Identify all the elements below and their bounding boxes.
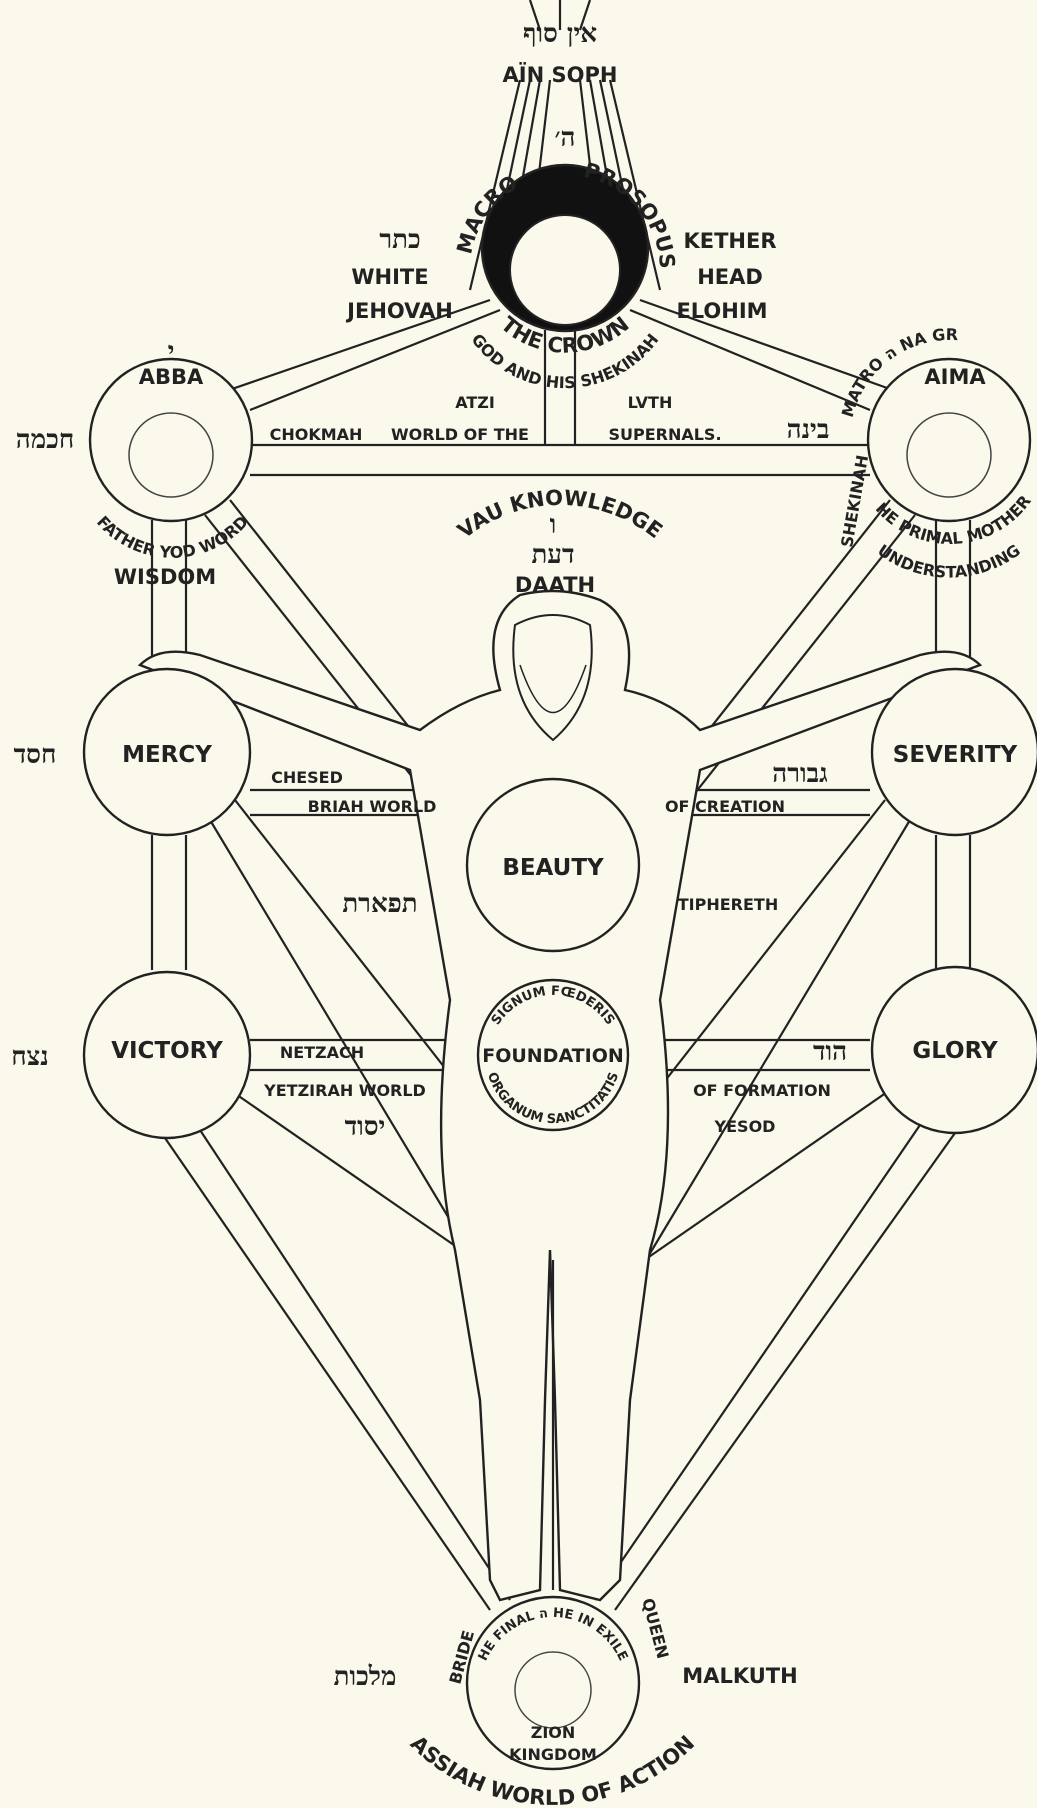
netzach-circle bbox=[82, 970, 252, 1140]
bride-face bbox=[514, 1651, 592, 1729]
malkuth-kingdom: KINGDOM bbox=[509, 1745, 597, 1764]
malkuth-queen: QUEEN bbox=[638, 1596, 672, 1661]
daath-label: DAATH bbox=[515, 573, 595, 597]
chokmah-hebrew: חכמה bbox=[16, 425, 74, 455]
daath-hebrew: דעת bbox=[531, 540, 574, 570]
chokmah-circle bbox=[88, 357, 254, 523]
kether-head: HEAD bbox=[697, 265, 763, 289]
binah-aima: AIMA bbox=[924, 365, 986, 389]
of-formation: OF FORMATION bbox=[693, 1081, 831, 1100]
chokmah-label: CHOKMAH bbox=[270, 425, 363, 444]
yesod-hebrew: יסוד bbox=[345, 1112, 386, 1142]
yod-he-letters: ה׳ bbox=[555, 123, 576, 153]
atziluth-right: LVTH bbox=[628, 393, 673, 412]
yesod-circle bbox=[476, 978, 630, 1132]
chesed-label: CHESED bbox=[271, 768, 343, 787]
briah-world: BRIAH WORLD bbox=[308, 797, 437, 816]
malkuth-label: MALKUTH bbox=[682, 1664, 797, 1688]
daath-letter: ו bbox=[550, 510, 557, 540]
ain-soph-label: AÏN SOPH bbox=[503, 62, 618, 87]
binah-circle bbox=[866, 357, 1032, 523]
kether-elohim: ELOHIM bbox=[676, 299, 767, 323]
chesed-mercy: MERCY bbox=[122, 742, 212, 768]
of-creation: OF CREATION bbox=[665, 797, 785, 816]
kether-white: WHITE bbox=[351, 265, 428, 289]
atziluth-left: ATZI bbox=[455, 393, 495, 412]
malkuth-zion: ZION bbox=[531, 1723, 576, 1742]
hod-circle bbox=[870, 965, 1037, 1135]
yesod-label: YESOD bbox=[714, 1117, 776, 1136]
netzach-hebrew: נצח bbox=[11, 1042, 48, 1072]
kether-jehovah: JEHOVAH bbox=[345, 299, 453, 323]
ain-soph-hebrew: אין סוף bbox=[523, 19, 597, 49]
geburah-hebrew: גבורה bbox=[772, 759, 828, 789]
aima-face bbox=[906, 412, 992, 498]
netzach-label: NETZACH bbox=[280, 1043, 364, 1062]
binah-hebrew: בינה bbox=[787, 415, 830, 445]
yetzirah-world: YETZIRAH WORLD bbox=[263, 1081, 426, 1100]
chesed-circle bbox=[82, 667, 252, 837]
chokmah-wisdom: WISDOM bbox=[114, 565, 216, 589]
abba-face bbox=[128, 412, 214, 498]
kether-label: KETHER bbox=[683, 229, 776, 253]
supernals: SUPERNALS. bbox=[608, 425, 721, 444]
hod-hebrew: הוד bbox=[813, 1037, 847, 1067]
yesod-foundation: FOUNDATION bbox=[482, 1045, 624, 1067]
hod-glory: GLORY bbox=[912, 1038, 998, 1064]
geburah-severity: SEVERITY bbox=[893, 742, 1018, 768]
malkuth-circle bbox=[465, 1595, 641, 1771]
macroprosopus-face bbox=[509, 214, 621, 326]
world-of-the: WORLD OF THE bbox=[391, 425, 529, 444]
daath-arc: VAU KNOWLEDGE bbox=[453, 486, 667, 543]
kether-hebrew: כתר bbox=[379, 225, 420, 255]
svg-text:VAU KNOWLEDGE: VAU KNOWLEDGE bbox=[453, 486, 667, 543]
binah-shekinah: SHEKINAH bbox=[837, 453, 872, 548]
chokmah-abba: ABBA bbox=[139, 365, 204, 389]
chokmah-letter: י bbox=[168, 337, 175, 367]
tiphereth-label: TIPHERETH bbox=[678, 895, 778, 914]
geburah-circle bbox=[870, 667, 1037, 837]
malkuth-hebrew: מלכות bbox=[334, 1662, 397, 1692]
tiphereth-hebrew: תפארת bbox=[342, 889, 417, 919]
tiphereth-circle bbox=[465, 777, 641, 953]
netzach-victory: VICTORY bbox=[111, 1038, 223, 1064]
chesed-hebrew: חסד bbox=[14, 740, 57, 770]
tiphereth-beauty: BEAUTY bbox=[502, 855, 604, 881]
